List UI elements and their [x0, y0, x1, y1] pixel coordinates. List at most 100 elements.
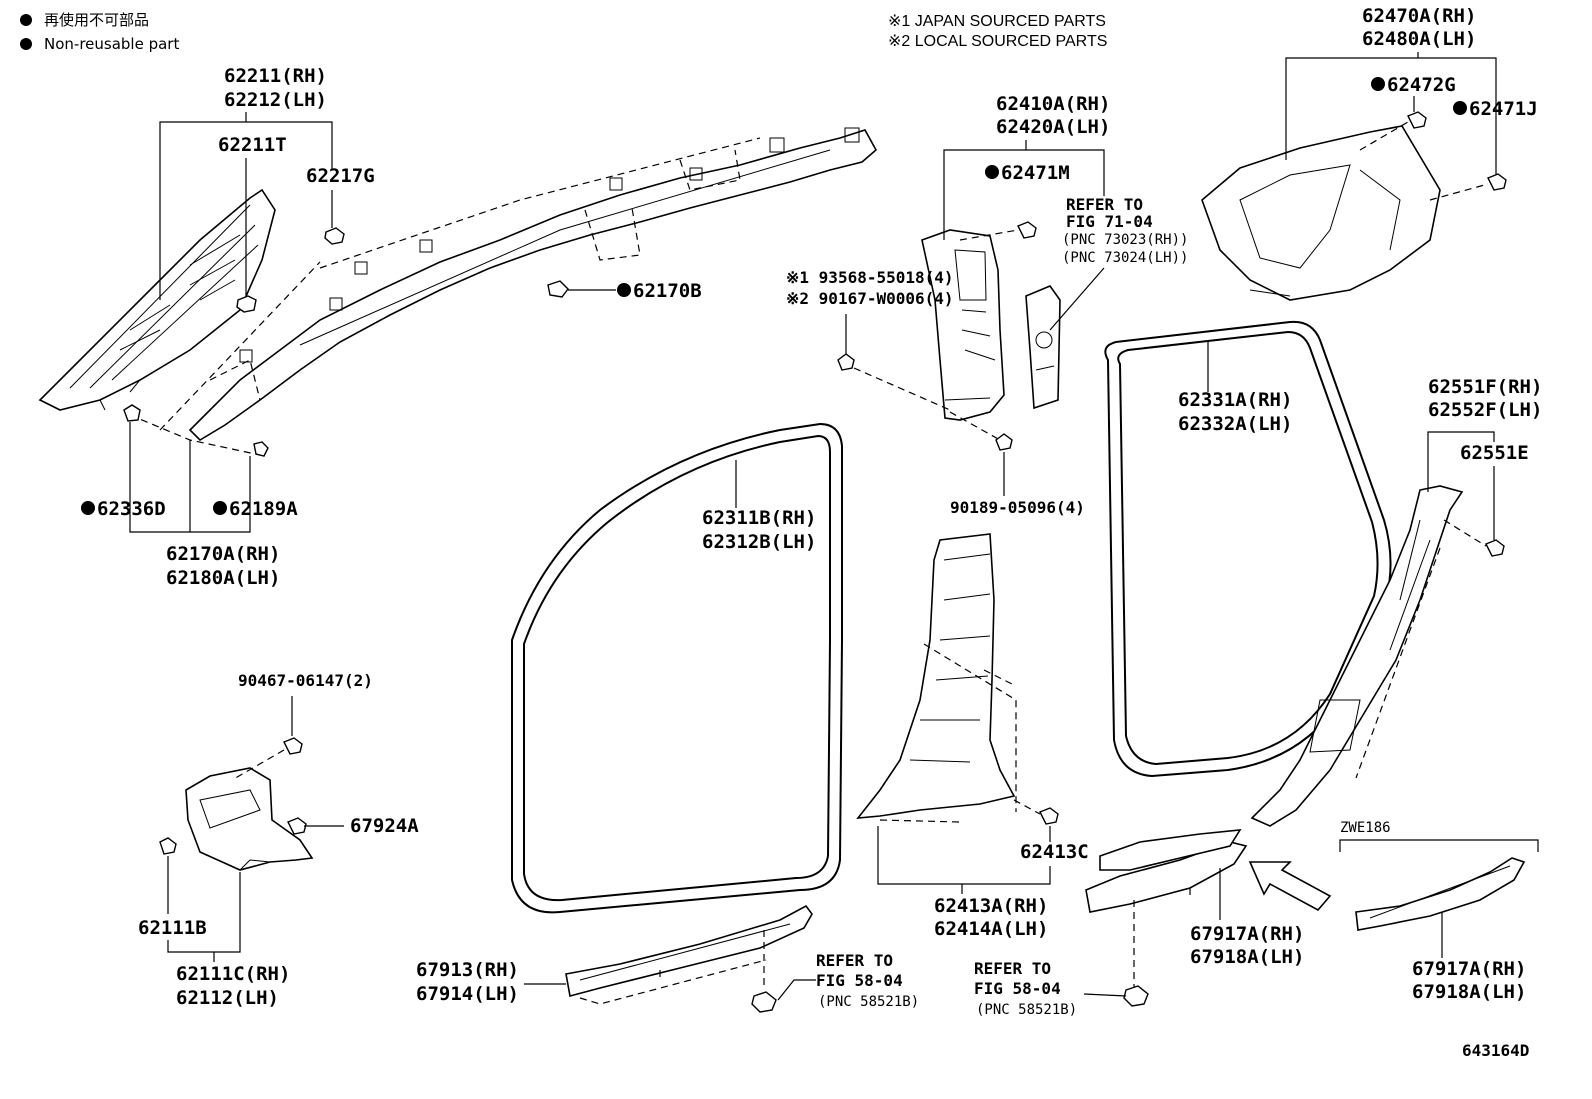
label-67918A-a: 67918A(LH) [1190, 946, 1304, 968]
label-62414A: 62414A(LH) [934, 918, 1048, 940]
clip-90467[interactable] [283, 737, 303, 755]
non-reusable-dot-icon [617, 283, 631, 297]
label-62413A: 62413A(RH) [934, 895, 1048, 917]
clip-62336D[interactable] [123, 404, 141, 422]
label-group-67913: 67913(RH) 67914(LH) REFER TO FIG 58-04 (… [416, 951, 919, 1013]
label-group-62551: 62551F(RH) 62552F(LH) 62551E [1427, 376, 1542, 557]
label-62180A: 62180A(LH) [166, 567, 280, 589]
front-door-opening-trim[interactable] [511, 422, 843, 914]
label-62217G: 62217G [306, 165, 375, 187]
seat-belt-anchor-cover[interactable] [1025, 285, 1061, 410]
label-62189A: 62189A [229, 498, 298, 520]
label-group-62413: 62413C 62413A(RH) 62414A(LH) [877, 799, 1089, 940]
legend-jp: 再使用不可部品 [44, 11, 149, 29]
label-62471M: 62471M [1001, 162, 1070, 184]
label-62420A: 62420A(LH) [996, 116, 1110, 138]
label-90189: 90189-05096(4) [950, 498, 1085, 517]
label-62111B: 62111B [138, 917, 207, 939]
label-90467: 90467-06147(2) [238, 671, 373, 690]
label-62480A: 62480A(LH) [1362, 28, 1476, 50]
front-pillar-garnish[interactable] [38, 188, 276, 411]
label-group-67917a-zwe: 67917A(RH) 67918A(LH) [1412, 912, 1526, 1003]
label-62311B: 62311B(RH) [702, 507, 816, 529]
clip-62111B[interactable] [159, 837, 177, 855]
clip-62471J[interactable] [1487, 173, 1507, 191]
non-reusable-dot-icon [20, 14, 32, 26]
label-67914: 67914(LH) [416, 983, 519, 1005]
label-67924A: 67924A [350, 815, 419, 837]
quarter-trim-lower[interactable] [1250, 485, 1487, 827]
center-pillar-lower-garnish[interactable] [856, 533, 1017, 823]
clip-62211T[interactable] [236, 295, 257, 313]
sourcing-notes: ※1 JAPAN SOURCED PARTS ※2 LOCAL SOURCED … [888, 13, 1107, 50]
refer-fig58a-line3: (PNC 58521B) [818, 994, 919, 1010]
label-62170A: 62170A(RH) [166, 543, 280, 565]
label-62471J: 62471J [1469, 98, 1538, 120]
refer-fig58a-line2: FIG 58-04 [816, 971, 903, 990]
label-62336D: 62336D [97, 498, 166, 520]
clip-62471M[interactable] [1017, 221, 1037, 239]
refer-fig71-line2: FIG 71-04 [1066, 212, 1153, 231]
label-62470A: 62470A(RH) [1362, 5, 1476, 27]
label-62211T: 62211T [218, 134, 287, 156]
cowl-side-trim[interactable] [185, 767, 314, 871]
refer-fig58b-line2: FIG 58-04 [974, 979, 1061, 998]
label-group-62410: 62410A(RH) 62420A(LH) 62471M REFER TO FI… [786, 93, 1188, 517]
label-67918A-b: 67918A(LH) [1412, 981, 1526, 1003]
label-62551E: 62551E [1460, 442, 1529, 464]
label-62170B: 62170B [633, 280, 702, 302]
clip-62472G[interactable] [1407, 111, 1427, 129]
zwe186-variant-group: ZWE186 [1339, 820, 1539, 852]
label-62551F: 62551F(RH) [1428, 376, 1542, 398]
label-bolt-93568: ※1 93568-55018(4) [786, 268, 954, 287]
non-reusable-dot-icon [213, 501, 227, 515]
clip-62217G[interactable] [324, 227, 345, 245]
label-67913: 67913(RH) [416, 959, 519, 981]
front-door-scuff-plate[interactable] [565, 904, 813, 1005]
label-67917A-a: 67917A(RH) [1190, 923, 1304, 945]
clip-62189A[interactable] [253, 441, 269, 457]
label-group-62331: 62331A(RH) 62332A(LH) [1178, 342, 1292, 435]
clip-62170B[interactable] [547, 280, 569, 298]
label-67917A-b: 67917A(RH) [1412, 958, 1526, 980]
legend: 再使用不可部品 Non-reusable part [20, 11, 179, 53]
view-direction-arrow-icon [1248, 861, 1332, 912]
note-japan-sourced: ※1 JAPAN SOURCED PARTS [888, 13, 1106, 30]
label-62331A: 62331A(RH) [1178, 389, 1292, 411]
clip-67924A[interactable] [287, 817, 307, 835]
clip-scuff-front[interactable] [751, 991, 777, 1013]
center-pillar-upper-garnish[interactable] [921, 229, 1005, 421]
non-reusable-dot-icon [81, 501, 95, 515]
clip-scuff-rear[interactable] [1123, 985, 1149, 1007]
non-reusable-dot-icon [1371, 77, 1385, 91]
bolt-93568[interactable] [837, 353, 855, 371]
label-62112: 62112(LH) [176, 987, 279, 1009]
clip-62551E[interactable] [1485, 539, 1505, 557]
label-group-62111: 90467-06147(2) 67924A 62111B 62111C(RH) … [138, 671, 419, 1009]
label-62552F: 62552F(LH) [1428, 399, 1542, 421]
label-62332A: 62332A(LH) [1178, 413, 1292, 435]
label-62111C: 62111C(RH) [176, 963, 290, 985]
refer-fig71-line3: (PNC 73023(RH)) [1062, 232, 1188, 248]
label-62413C: 62413C [1020, 841, 1089, 863]
roof-side-inner-garnish[interactable] [1201, 125, 1441, 301]
label-group-62470: 62470A(RH) 62480A(LH) 62472G 62471J [1285, 5, 1538, 201]
label-group-67917a: 67917A(RH) 67918A(LH) REFER TO FIG 58-04… [974, 868, 1304, 1018]
clip-90189[interactable] [995, 433, 1013, 451]
clip-62413C[interactable] [1039, 807, 1059, 825]
rear-door-scuff-plate-zwe186[interactable] [1355, 857, 1526, 931]
non-reusable-dot-icon [20, 38, 32, 50]
label-bolt-90167: ※2 90167-W0006(4) [786, 289, 954, 308]
note-local-sourced: ※2 LOCAL SOURCED PARTS [888, 33, 1107, 50]
refer-fig71-line1: REFER TO [1066, 195, 1143, 214]
refer-fig71-line4: (PNC 73024(LH)) [1062, 250, 1188, 266]
non-reusable-dot-icon [985, 165, 999, 179]
label-62312B: 62312B(LH) [702, 531, 816, 553]
refer-fig58b-line3: (PNC 58521B) [976, 1002, 1077, 1018]
label-62472G: 62472G [1387, 74, 1456, 96]
label-zwe186: ZWE186 [1340, 820, 1391, 836]
rear-door-scuff-plate[interactable] [1085, 829, 1248, 990]
non-reusable-dot-icon [1453, 101, 1467, 115]
legend-en: Non-reusable part [44, 35, 179, 53]
